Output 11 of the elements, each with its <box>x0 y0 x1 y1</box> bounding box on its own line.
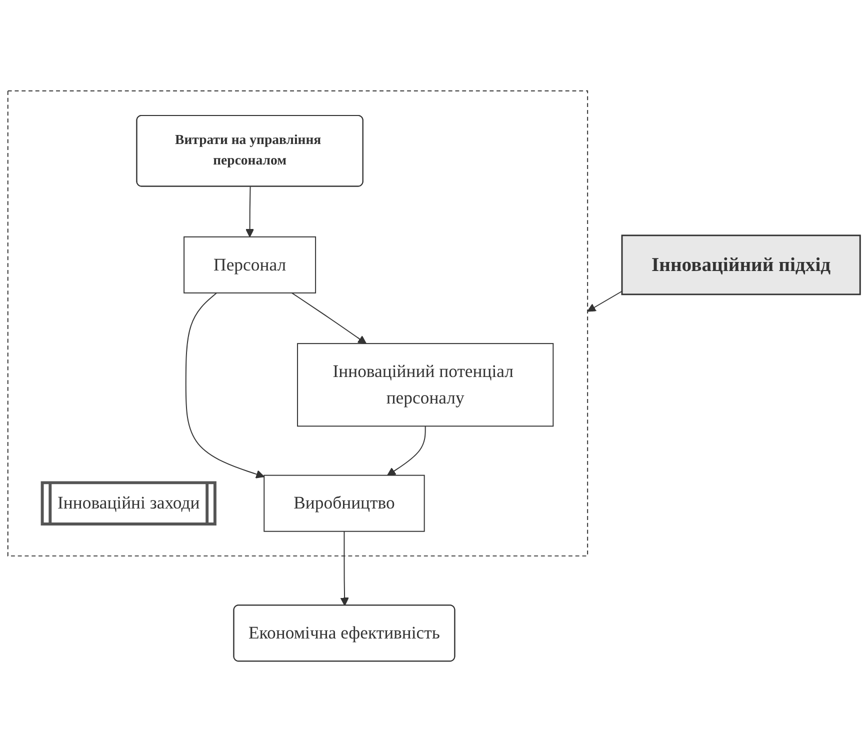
node-box: Інноваційний потенціал персоналу <box>297 344 554 428</box>
arrow <box>587 291 622 312</box>
node-box: Персонал <box>184 236 316 294</box>
node-box: Інноваційний підхід <box>621 235 861 296</box>
arrow <box>245 186 254 238</box>
cluster <box>7 90 588 557</box>
arrow <box>340 531 349 606</box>
arrow <box>291 292 367 344</box>
arrow <box>387 426 426 476</box>
arrow <box>185 292 265 479</box>
node-box: Виробництво <box>264 475 425 532</box>
